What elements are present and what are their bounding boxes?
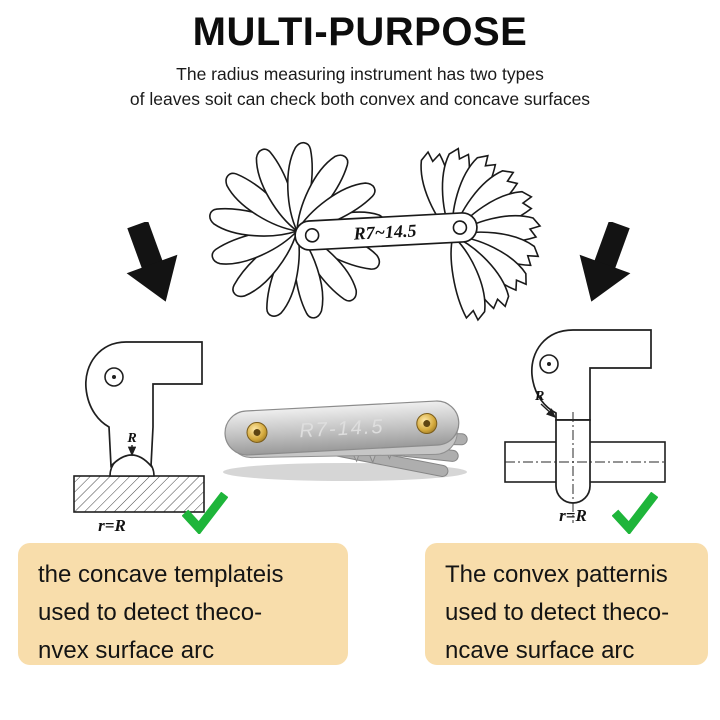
radius-label: R	[534, 389, 544, 404]
convex-callout: The convex patternis used to detect thec…	[425, 543, 708, 665]
checkmark-icon	[182, 492, 228, 534]
gauge-leaf-outline	[531, 329, 652, 421]
tool-main-body	[224, 400, 460, 456]
equation-label: r=R	[98, 516, 126, 535]
page-title: MULTI-PURPOSE	[192, 10, 528, 54]
right-rivet-hole	[423, 420, 431, 428]
gauge-bar: R7~14.5	[294, 212, 478, 251]
pivot-hole-center	[112, 375, 116, 379]
equation-label: r=R	[559, 506, 587, 525]
radius-leader	[540, 403, 557, 418]
gauge-model-label: R7~14.5	[352, 220, 417, 243]
convex-pattern-figure: R r=R	[503, 318, 668, 533]
checkmark-icon	[612, 492, 658, 534]
fan-gauge-drawing: R7~14.5	[115, 128, 605, 340]
page-subtitle: The radius measuring instrument has two …	[129, 64, 591, 110]
concave-template-figure: R r=R	[70, 328, 210, 536]
left-rivet-hole	[253, 428, 261, 436]
pivot-hole-center	[547, 362, 551, 366]
fan-gauge-icon: R7~14.5	[206, 140, 543, 324]
tool-body-group: R7-14.5	[224, 400, 468, 477]
product-photo: R7-14.5	[205, 380, 480, 484]
down-right-arrow-icon	[568, 222, 646, 310]
down-left-arrow-icon	[115, 222, 193, 310]
gauge-leaf-outline	[85, 341, 203, 469]
concave-callout: the concave templateis used to detect th…	[18, 543, 348, 665]
radius-label: R	[126, 431, 136, 446]
tool-engraving: R7-14.5	[299, 416, 385, 442]
